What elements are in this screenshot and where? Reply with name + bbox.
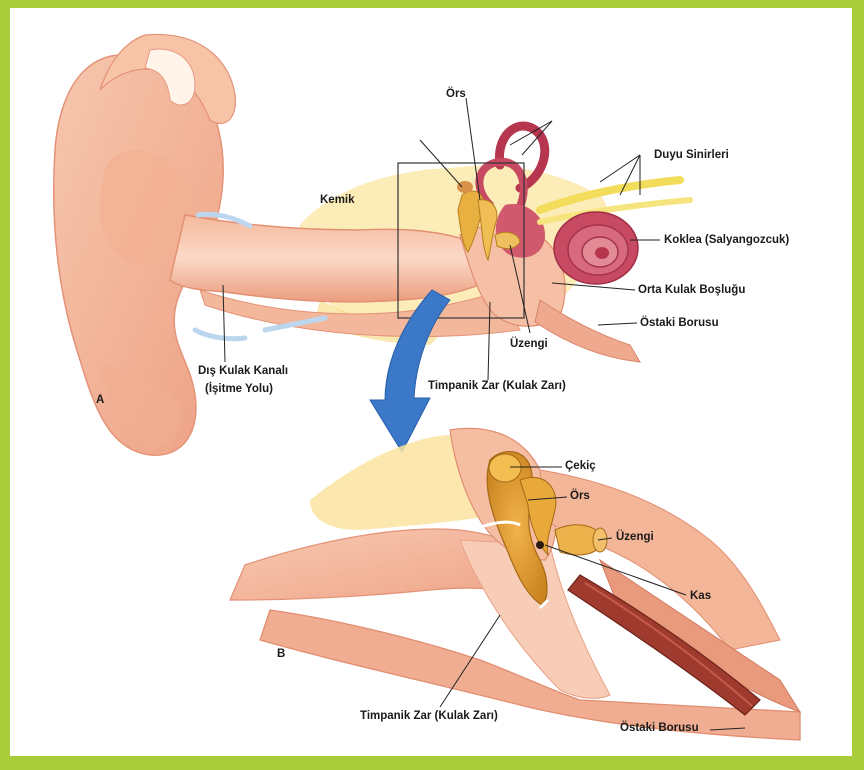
label-panel-b: B [277,648,285,661]
cartilage-lower-1 [195,330,245,339]
label-orta-kulak: Orta Kulak Boşluğu [638,284,745,297]
label-ostaki-bottom: Östaki Borusu [620,722,699,735]
label-ors-top: Örs [446,88,466,101]
label-panel-a: A [96,394,104,407]
zoom-malleus-head [489,454,521,482]
label-kas: Kas [690,590,711,603]
label-timpanik-bottom: Timpanik Zar (Kulak Zarı) [360,710,498,723]
zoom-joint [536,541,544,549]
label-dis-kulak-line2: (İşitme Yolu) [205,383,273,396]
label-kemik: Kemik [320,194,355,207]
label-uzengi-top: Üzengi [510,338,548,351]
label-uzengi-bottom: Üzengi [616,531,654,544]
label-duyu-sinirleri: Duyu Sinirleri [654,149,729,162]
label-ostaki-top: Östaki Borusu [640,317,719,330]
label-dis-kulak-line1: Dış Kulak Kanalı [198,365,288,378]
label-koklea: Koklea (Salyangozcuk) [664,234,789,247]
label-ors-bottom: Örs [570,490,590,503]
diagram-panel: Örs Duyu Sinirleri Kemik Koklea (Salyang… [10,8,852,756]
cochlea-center [595,247,609,259]
eustachian-tube-top [535,300,640,362]
label-cekic: Çekiç [565,460,596,473]
ossicle-head-small [457,181,473,193]
label-timpanik-top: Timpanik Zar (Kulak Zarı) [428,380,566,393]
leader-ostaki-top [598,323,637,325]
leader-duyu-1 [600,155,640,182]
leader-dis-kulak [223,285,225,362]
